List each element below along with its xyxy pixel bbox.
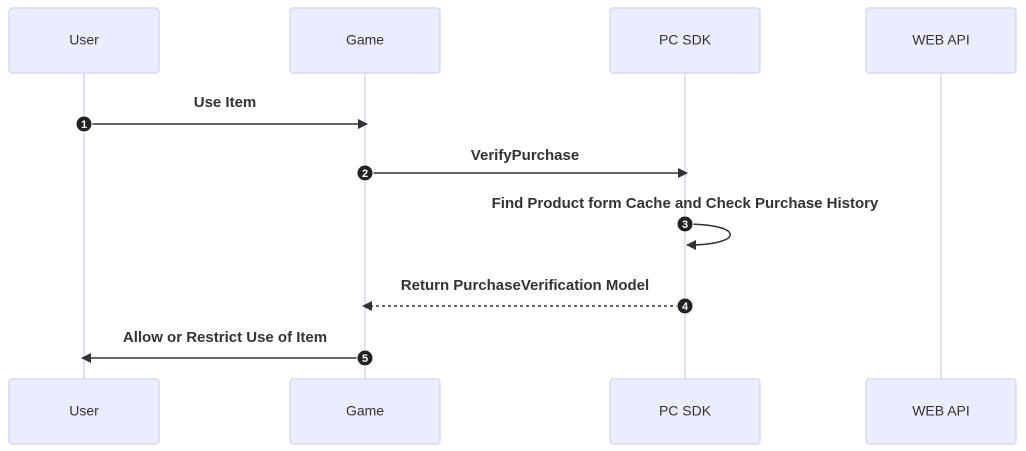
actor-pc-sdk-bottom: PC SDK: [609, 378, 761, 445]
message-return-model: Return PurchaseVerification Model 4: [362, 277, 694, 315]
actor-pc-sdk-top-label: PC SDK: [659, 32, 712, 48]
sequence-number-3: 3: [682, 219, 688, 231]
message-use-item-label: Use Item: [194, 94, 257, 111]
actor-game-bottom: Game: [289, 378, 441, 445]
sequence-badge-4: [676, 297, 694, 315]
sequence-badge-1: [75, 115, 93, 133]
message-use-item: Use Item 1: [75, 94, 368, 133]
sequence-badge-2: [356, 164, 374, 182]
actor-web-api-top: WEB API: [865, 7, 1017, 74]
actor-game-top-label: Game: [346, 32, 384, 48]
actor-game-bottom-label: Game: [346, 403, 384, 419]
sequence-number-2: 2: [362, 168, 368, 180]
actor-pc-sdk-top: PC SDK: [609, 7, 761, 74]
sequence-number-1: 1: [81, 119, 87, 131]
actor-web-api-bottom-label: WEB API: [912, 403, 970, 419]
actor-game-top: Game: [289, 7, 441, 74]
sequence-number-4: 4: [682, 301, 689, 313]
message-allow-restrict: Allow or Restrict Use of Item 5: [81, 329, 374, 367]
message-verify-purchase: VerifyPurchase 2: [356, 147, 688, 182]
actor-web-api-top-label: WEB API: [912, 32, 970, 48]
actor-user-top-label: User: [69, 32, 99, 48]
sequence-badge-5: [356, 349, 374, 367]
sequence-badge-3: [676, 215, 694, 233]
message-find-product-label: Find Product form Cache and Check Purcha…: [492, 195, 879, 212]
message-return-model-label: Return PurchaseVerification Model: [401, 277, 649, 294]
message-allow-restrict-label: Allow or Restrict Use of Item: [123, 329, 327, 346]
message-verify-purchase-label: VerifyPurchase: [471, 147, 579, 164]
actor-web-api-bottom: WEB API: [865, 378, 1017, 445]
message-find-product-arrow: [684, 223, 731, 250]
sequence-number-5: 5: [362, 353, 368, 365]
actor-user-bottom: User: [8, 378, 160, 445]
actor-user-bottom-label: User: [69, 403, 99, 419]
actor-pc-sdk-bottom-label: PC SDK: [659, 403, 712, 419]
actor-user-top: User: [8, 7, 160, 74]
message-find-product: Find Product form Cache and Check Purcha…: [492, 195, 879, 250]
